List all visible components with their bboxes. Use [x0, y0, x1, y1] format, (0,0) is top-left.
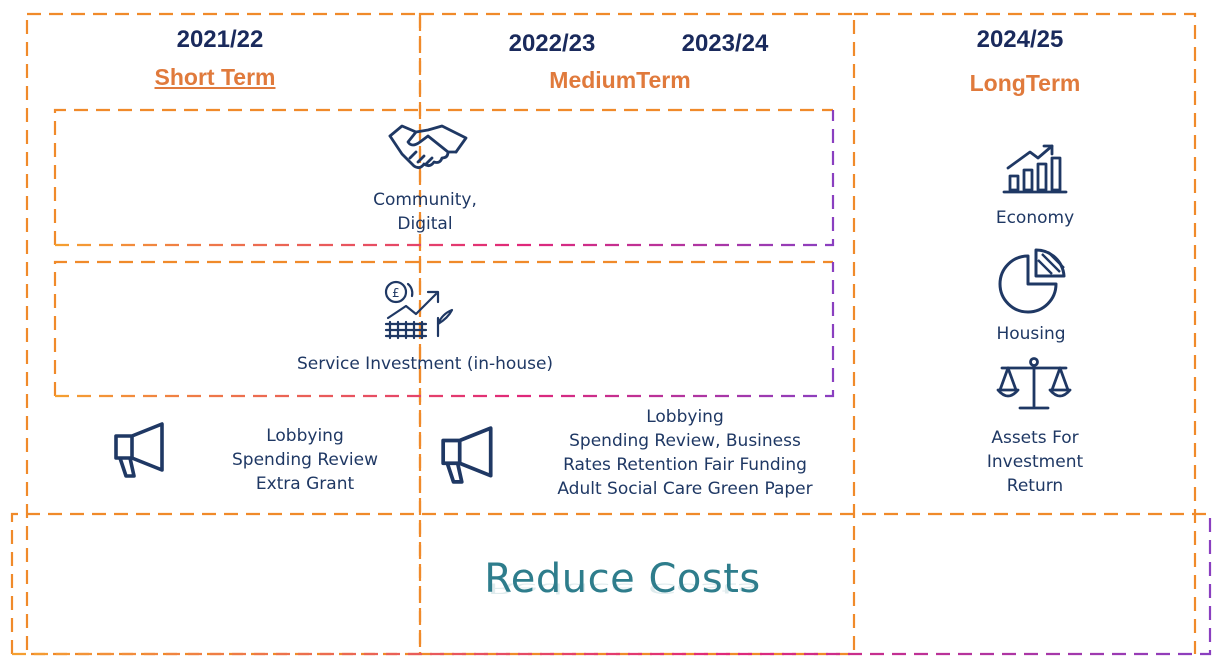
service-investment-frame [53, 260, 833, 396]
community-digital-label: Community, Digital [373, 190, 477, 234]
long-term-label: LongTerm [969, 70, 1081, 96]
pie-chart-icon [998, 248, 1066, 314]
short-term-label: Short Term [154, 64, 276, 90]
year-2022-23: 2022/23 [508, 30, 596, 57]
assets-label: Assets For Investment Return [986, 428, 1084, 496]
year-2023-24: 2023/24 [681, 30, 769, 57]
scales-icon [996, 357, 1072, 410]
lobbying-medium-term-label: Lobbying Spending Review, Business Rates… [557, 407, 813, 499]
reduce-costs-frame [10, 512, 1210, 654]
megaphone-icon [441, 426, 493, 484]
service-investment-label: Service Investment (in-house) [296, 354, 554, 374]
year-2021-22: 2021/22 [176, 26, 264, 53]
reduce-costs-label: Reduce Costs [484, 556, 761, 602]
handshake-icon [388, 124, 468, 169]
megaphone-icon [114, 422, 164, 478]
long-term-frame [854, 12, 1197, 654]
housing-label: Housing [996, 324, 1066, 344]
bar-chart-growth-icon [1002, 144, 1068, 194]
svg-text:£: £ [392, 286, 400, 300]
year-2024-25: 2024/25 [976, 26, 1064, 53]
reduce-costs-reflection: Reduce Costs [487, 579, 758, 596]
economy-label: Economy [995, 208, 1075, 228]
community-frame [53, 108, 833, 245]
investment-growth-icon: £ [384, 280, 454, 340]
lobbying-short-term-label: Lobbying Spending Review Extra Grant [232, 426, 378, 494]
medium-term-label: MediumTerm [549, 67, 691, 93]
